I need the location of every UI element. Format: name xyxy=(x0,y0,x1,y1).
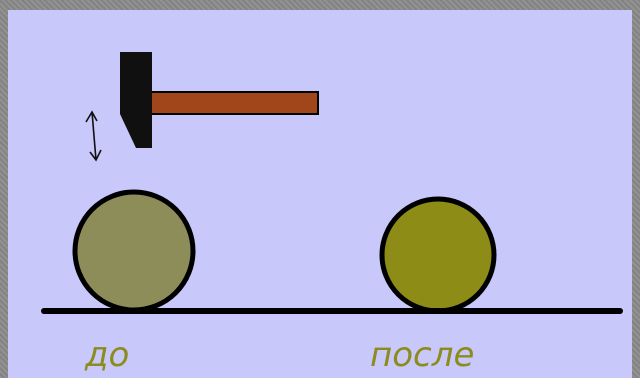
label-after: после xyxy=(370,338,474,372)
double-headed-arrow-icon xyxy=(86,112,101,160)
diagram-panel: до после xyxy=(8,10,632,378)
hammer-head xyxy=(120,52,152,148)
hammer-icon xyxy=(120,52,318,148)
hammer-ball-diagram xyxy=(8,10,632,378)
ball-after xyxy=(382,199,494,311)
hammer-handle xyxy=(148,92,318,114)
ball-before xyxy=(75,192,193,310)
label-before: до xyxy=(85,338,129,372)
